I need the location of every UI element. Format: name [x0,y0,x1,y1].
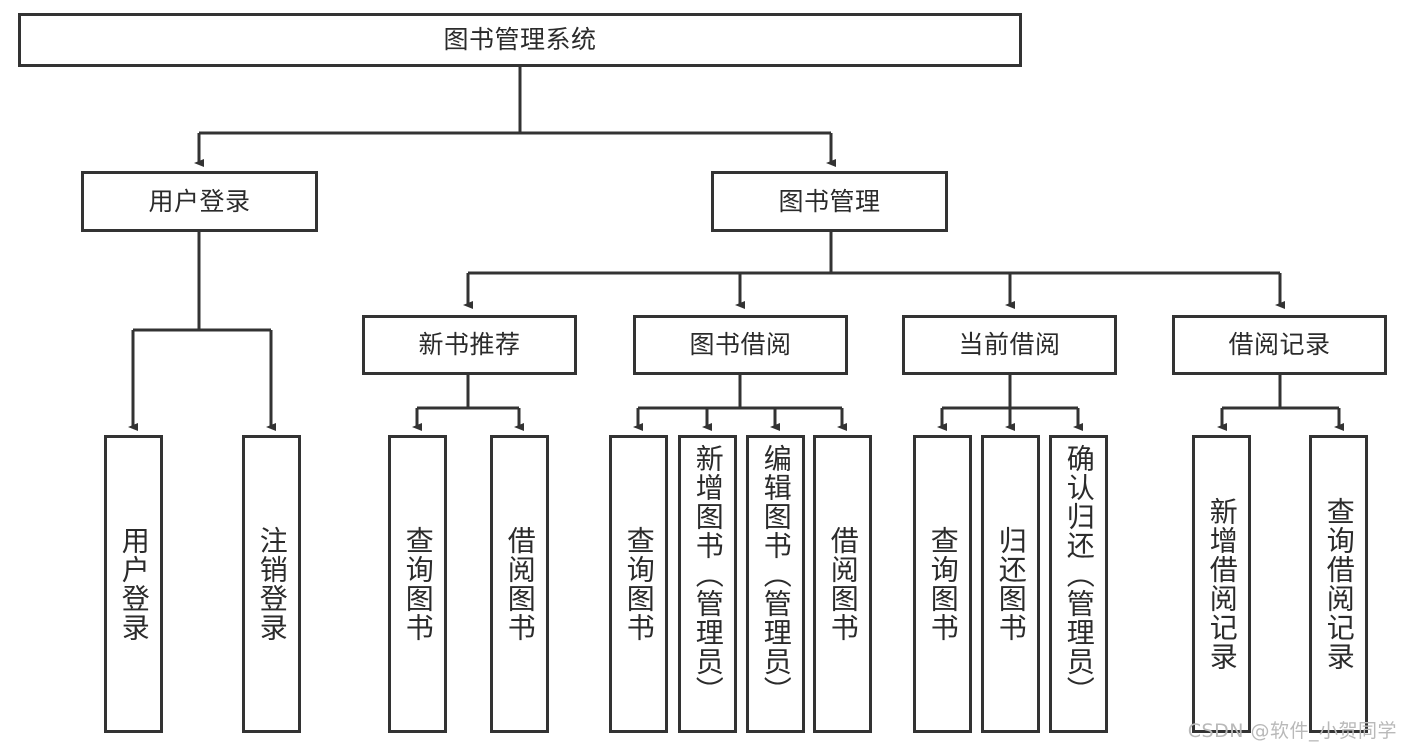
node-label: 借阅图书 [826,526,860,642]
node-label: 借阅图书 [503,526,537,642]
node-current-borrow[interactable]: 当前借阅 [902,315,1117,375]
node-leaf-query-book-1[interactable]: 查询图书 [388,435,447,733]
node-label: 图书管理 [778,186,881,216]
node-leaf-borrow-book-2[interactable]: 借阅图书 [813,435,872,733]
node-leaf-query-book-2[interactable]: 查询图书 [609,435,668,733]
node-root-system[interactable]: 图书管理系统 [18,13,1022,67]
node-label: 用户登录 [148,186,251,216]
node-label: 查询图书 [401,526,435,642]
node-user-login[interactable]: 用户登录 [81,171,318,232]
node-label: 图书借阅 [689,330,792,360]
node-leaf-return-book[interactable]: 归还图书 [981,435,1040,733]
node-label: 图书管理系统 [443,25,597,55]
node-leaf-borrow-book-1[interactable]: 借阅图书 [490,435,549,733]
node-label: 新增图书（管理员） [691,444,725,705]
node-label: 新增借阅记录 [1205,497,1239,671]
node-label: 用户登录 [117,526,151,642]
node-leaf-user-login[interactable]: 用户登录 [104,435,163,733]
node-leaf-confirm-return[interactable]: 确认归还（管理员） [1049,435,1108,733]
node-borrow-record[interactable]: 借阅记录 [1172,315,1387,375]
node-label: 查询借阅记录 [1322,497,1356,671]
node-new-book-recommend[interactable]: 新书推荐 [362,315,577,375]
node-label: 编辑图书（管理员） [759,444,793,705]
node-leaf-logout[interactable]: 注销登录 [242,435,301,733]
node-leaf-add-record[interactable]: 新增借阅记录 [1192,435,1251,733]
node-book-management[interactable]: 图书管理 [711,171,948,232]
node-label: 当前借阅 [958,330,1061,360]
node-leaf-edit-book[interactable]: 编辑图书（管理员） [746,435,805,733]
node-label: 查询图书 [622,526,656,642]
node-label: 借阅记录 [1228,330,1331,360]
node-book-borrow[interactable]: 图书借阅 [633,315,848,375]
node-label: 查询图书 [926,526,960,642]
node-label: 新书推荐 [418,330,521,360]
node-label: 归还图书 [994,526,1028,642]
node-label: 确认归还（管理员） [1062,444,1096,705]
node-label: 注销登录 [255,526,289,642]
node-leaf-add-book[interactable]: 新增图书（管理员） [678,435,737,733]
node-leaf-query-book-3[interactable]: 查询图书 [913,435,972,733]
node-leaf-query-record[interactable]: 查询借阅记录 [1309,435,1368,733]
